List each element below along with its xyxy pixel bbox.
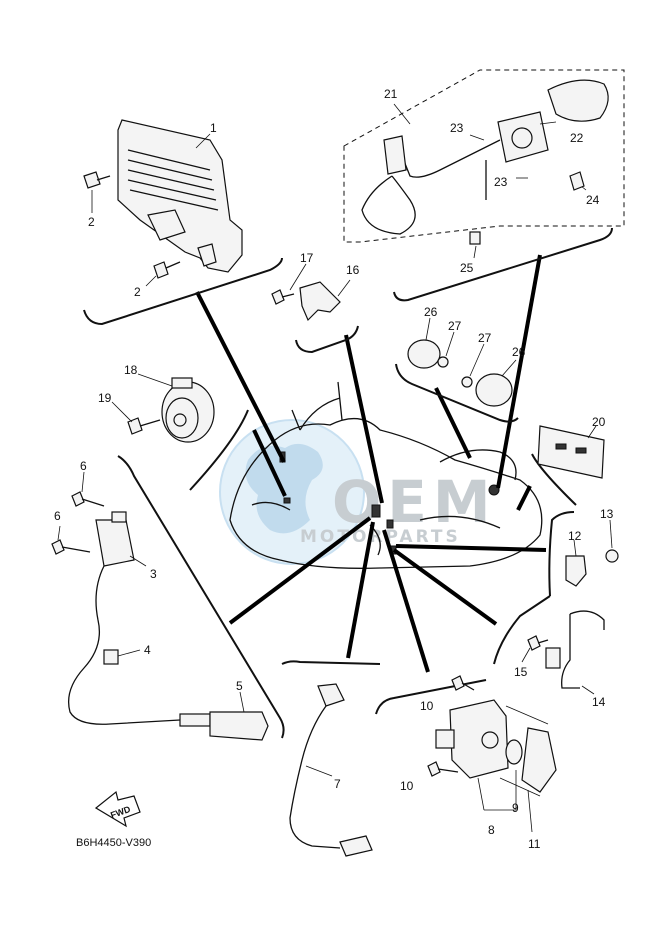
group-frames [83,227,613,739]
callout-6: 6 [54,509,61,523]
part-o2-sensor [289,683,373,857]
callout-22: 22 [570,131,584,145]
callout-labels: 1 2 2 3 4 5 6 6 7 8 9 10 10 11 12 13 14 … [54,87,614,851]
callout-23: 23 [494,175,508,189]
callout-3: 3 [150,567,157,581]
leader-lines [195,254,547,673]
callout-17: 17 [300,251,314,265]
callout-23: 23 [450,121,464,135]
callout-16: 16 [346,263,360,277]
callout-15: 15 [514,665,528,679]
callout-13: 13 [600,507,614,521]
part-sensor-assembly [343,69,625,259]
callout-1: 1 [210,121,217,135]
bolt-icon [451,675,475,691]
callout-10: 10 [420,699,434,713]
bolt-icon [527,635,549,651]
callout-25: 25 [460,261,474,275]
bolt-icon [153,261,181,279]
callout-2: 2 [88,215,95,229]
watermark-continents [245,443,323,534]
callout-27: 27 [448,319,462,333]
callout-9: 9 [512,801,519,815]
part-bracket-14 [521,610,605,695]
callout-19: 19 [98,391,112,405]
callout-14: 14 [592,695,606,709]
bolt-icon [127,417,161,435]
callout-27: 27 [478,331,492,345]
callout-2: 2 [134,285,141,299]
callout-12: 12 [568,529,582,543]
diagram-code: B6H4450-V390 [76,837,151,849]
bolt-icon [51,539,91,555]
part-covers-26-27 [407,317,517,407]
callout-4: 4 [144,643,151,657]
part-horn [111,373,215,443]
part-ecu-assembly [83,119,243,287]
callout-7: 7 [334,777,341,791]
callout-11: 11 [528,837,541,851]
callout-21: 21 [384,87,398,101]
callout-10: 10 [400,779,414,793]
callout-18: 18 [124,363,138,377]
callout-20: 20 [592,415,606,429]
bolt-icon [71,491,105,507]
callout-24: 24 [586,193,600,207]
fwd-arrow-icon: FWD [94,790,141,828]
bolt-icon [427,761,459,777]
callout-8: 8 [488,823,495,837]
bolt-icon [83,171,111,189]
bolt-icon [271,289,295,305]
callout-5: 5 [236,679,243,693]
part-actuator [427,675,557,833]
callout-6: 6 [80,459,87,473]
part-coil-harness [51,471,269,741]
callout-26: 26 [424,305,438,319]
part-sensor-12 [565,519,619,587]
callout-26: 26 [512,345,526,359]
part-20 [537,425,605,479]
part-bracket-16 [271,263,351,322]
